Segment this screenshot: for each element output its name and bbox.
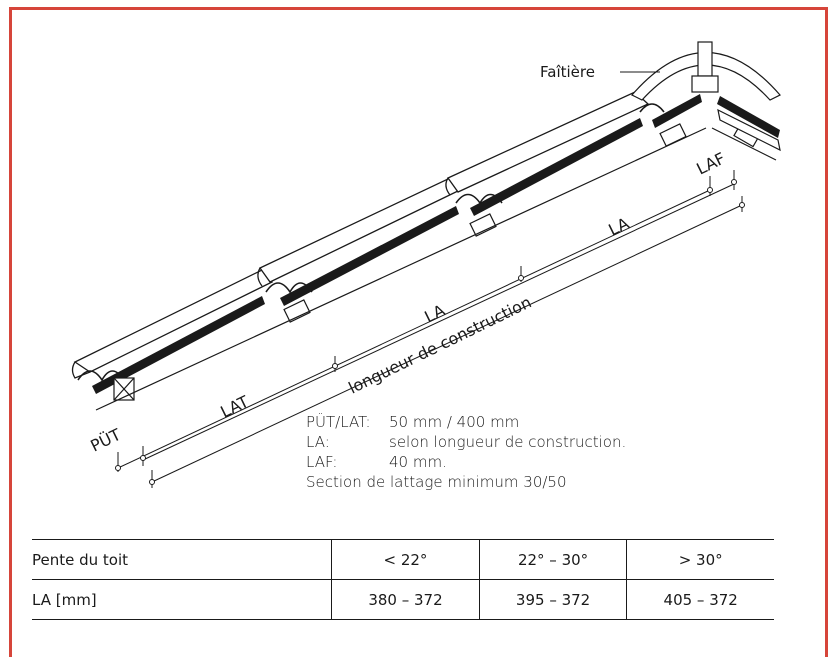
dimension-line-put-laf	[117, 189, 711, 469]
page-frame	[9, 7, 828, 657]
legend-value: 50 mm / 400 mm	[389, 413, 520, 431]
table-row: LA [mm] 380 – 372 395 – 372 405 – 372	[32, 579, 774, 620]
legend: PÜT/LAT: 50 mm / 400 mm LA: selon longue…	[306, 412, 626, 492]
roof-tile-middle	[257, 177, 462, 287]
table-row: Pente du toit < 22° 22° – 30° > 30°	[32, 539, 774, 580]
roof-slope-table: Pente du toit < 22° 22° – 30° > 30° LA […	[32, 539, 774, 620]
legend-note: Section de lattage minimum 30/50	[306, 473, 567, 491]
legend-row: LAF: 40 mm.	[306, 452, 626, 472]
la-upper-label: LA	[605, 214, 632, 240]
legend-value: selon longueur de construction.	[389, 433, 627, 451]
table-cell: > 30°	[626, 539, 774, 580]
table-cell-label: Pente du toit	[32, 539, 332, 580]
table-cell: 405 – 372	[626, 579, 774, 620]
table-cell: 380 – 372	[331, 579, 480, 620]
batten-2	[283, 299, 311, 323]
dimension-line-construction	[151, 204, 743, 483]
legend-key: LA:	[306, 433, 330, 451]
roof-tile-upper	[445, 91, 650, 196]
roof-tile-lower	[71, 269, 274, 379]
batten-3	[469, 213, 497, 237]
ridge-label: Faîtière	[540, 63, 595, 81]
la-middle-label: LA	[421, 301, 448, 327]
table-cell: 395 – 372	[478, 579, 627, 620]
legend-row: PÜT/LAT: 50 mm / 400 mm	[306, 412, 626, 432]
legend-key: LAF:	[306, 453, 338, 471]
table-cell-label: LA [mm]	[32, 579, 332, 620]
legend-value: 40 mm.	[389, 453, 447, 471]
legend-key: PÜT/LAT:	[306, 413, 371, 431]
laf-label: LAF	[693, 149, 728, 179]
roof-section-diagram: Faîtière LAF LA LA longueur de construct…	[71, 41, 781, 488]
put-label: PÜT	[87, 425, 124, 456]
legend-row: LA: selon longueur de construction.	[306, 432, 626, 452]
table-cell: < 22°	[331, 539, 480, 580]
table-cell: 22° – 30°	[478, 539, 627, 580]
ridge-tile	[631, 52, 781, 101]
lat-label: LAT	[217, 392, 251, 422]
